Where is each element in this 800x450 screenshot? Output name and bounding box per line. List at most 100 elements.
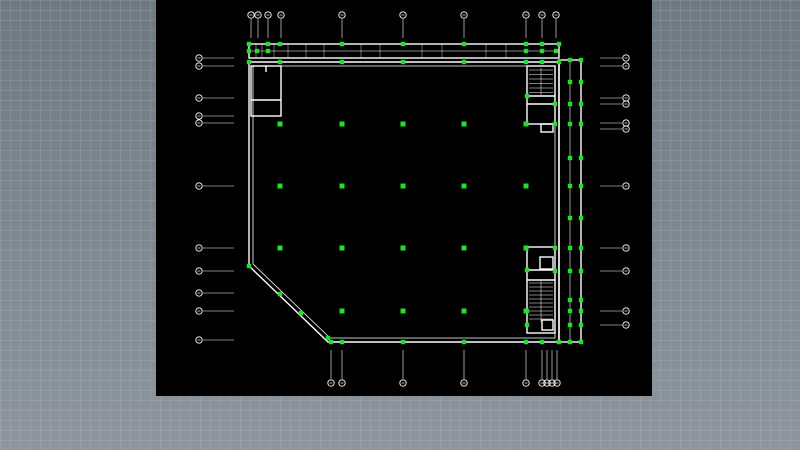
- stair-bottom-right: [526, 246, 556, 334]
- axis-bubble-bottom: [543, 379, 551, 387]
- column: [400, 121, 406, 127]
- column: [254, 48, 260, 54]
- column: [539, 59, 545, 65]
- column: [578, 79, 584, 85]
- cad-drawing-canvas[interactable]: [156, 0, 652, 396]
- column: [461, 339, 467, 345]
- column: [552, 101, 558, 107]
- column: [539, 339, 545, 345]
- column: [461, 308, 467, 314]
- axis-bubble-top: [522, 11, 530, 19]
- column: [461, 121, 467, 127]
- outer-wall: [248, 61, 560, 343]
- column: [524, 93, 530, 99]
- column: [578, 297, 584, 303]
- column: [277, 59, 283, 65]
- column: [246, 41, 252, 47]
- column: [552, 245, 558, 251]
- stair-treads: [529, 68, 553, 322]
- column: [578, 215, 584, 221]
- column: [556, 339, 562, 345]
- column: [539, 48, 545, 54]
- column: [461, 183, 467, 189]
- column: [578, 268, 584, 274]
- column: [552, 121, 558, 127]
- column: [339, 121, 345, 127]
- column: [461, 41, 467, 47]
- axis-bubble-left: [195, 267, 203, 275]
- column: [339, 183, 345, 189]
- column: [461, 245, 467, 251]
- column: [277, 121, 283, 127]
- column: [277, 245, 283, 251]
- column: [567, 297, 573, 303]
- axis-bubble-right: [622, 321, 630, 329]
- column: [400, 339, 406, 345]
- axis-bubble-top: [399, 11, 407, 19]
- column: [524, 267, 530, 273]
- axis-bubble-bottom: [538, 379, 546, 387]
- column: [567, 308, 573, 314]
- column: [567, 121, 573, 127]
- column: [339, 308, 345, 314]
- top-left-room: [250, 65, 282, 117]
- column: [265, 48, 271, 54]
- structural-columns: [246, 41, 584, 345]
- inner-wall: [252, 65, 556, 339]
- column: [461, 59, 467, 65]
- axis-bubble-bottom: [399, 379, 407, 387]
- column: [277, 183, 283, 189]
- column: [567, 245, 573, 251]
- column: [246, 263, 252, 269]
- column: [578, 155, 584, 161]
- axis-bubble-bottom: [548, 379, 556, 387]
- column: [298, 310, 304, 316]
- column: [523, 245, 529, 251]
- column: [567, 268, 573, 274]
- column: [523, 183, 529, 189]
- column: [277, 291, 283, 297]
- column: [578, 322, 584, 328]
- axis-bubble-top: [460, 11, 468, 19]
- axis-bubble-bottom: [522, 379, 530, 387]
- column: [400, 308, 406, 314]
- column: [400, 41, 406, 47]
- axis-bubble-bottom: [553, 379, 561, 387]
- floor-plan: [195, 11, 630, 387]
- column: [539, 41, 545, 47]
- column: [578, 101, 584, 107]
- column: [567, 155, 573, 161]
- walls: [248, 43, 582, 343]
- axis-bubble-left: [195, 94, 203, 102]
- column: [567, 215, 573, 221]
- column: [400, 59, 406, 65]
- column: [328, 339, 334, 345]
- column: [400, 245, 406, 251]
- axis-bubble-bottom: [327, 379, 335, 387]
- axis-bubble-top: [552, 11, 560, 19]
- column: [567, 79, 573, 85]
- column: [567, 101, 573, 107]
- axis-bubble-left: [195, 119, 203, 127]
- axis-bubble-right: [622, 182, 630, 190]
- column: [265, 41, 271, 47]
- axis-bubble-top: [247, 11, 255, 19]
- column: [578, 339, 584, 345]
- axis-bubble-right: [622, 125, 630, 133]
- column: [578, 121, 584, 127]
- axis-bubble-bottom: [338, 379, 346, 387]
- axis-bubble-right: [622, 119, 630, 127]
- column: [552, 268, 558, 274]
- axis-bubble-top: [538, 11, 546, 19]
- column: [524, 322, 530, 328]
- axis-bubble-left: [195, 336, 203, 344]
- column: [400, 183, 406, 189]
- axis-bubble-right: [622, 94, 630, 102]
- axis-bubble-left: [195, 182, 203, 190]
- column: [339, 59, 345, 65]
- column: [553, 48, 559, 54]
- column: [523, 339, 529, 345]
- axis-bubble-right: [622, 62, 630, 70]
- column: [556, 41, 562, 47]
- column: [523, 121, 529, 127]
